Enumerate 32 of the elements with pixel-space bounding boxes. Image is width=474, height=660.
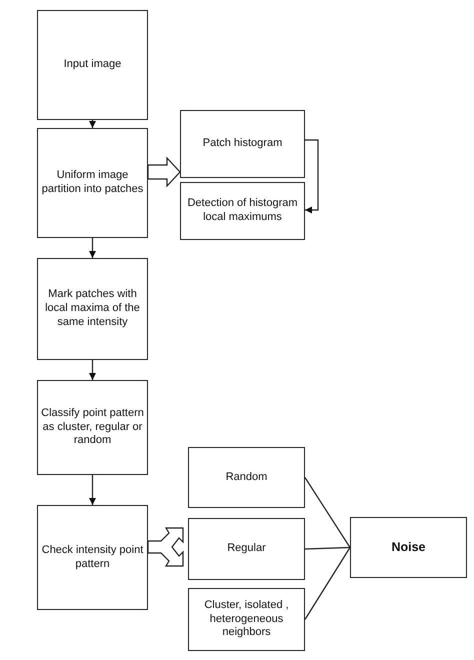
block-arrow [147, 527, 184, 567]
box-label: Patch histogram [202, 137, 282, 151]
process-box [37, 128, 148, 238]
box-label: Uniform image partition into patches [41, 169, 144, 197]
process-box [37, 258, 148, 360]
process-box [350, 517, 467, 578]
arrow [89, 475, 96, 505]
block-arrow [147, 156, 181, 188]
box-label: Random [226, 470, 268, 484]
process-box [37, 380, 148, 475]
box-label: Regular [227, 542, 266, 556]
connector-line [304, 547, 350, 620]
box-label: Cluster, isolated , heterogeneous neighbors [203, 598, 290, 640]
process-box [37, 505, 148, 610]
box-label: Detection of histogram local maximums [186, 197, 299, 225]
arrow [305, 139, 319, 214]
connector-line [304, 477, 350, 548]
process-box [180, 110, 305, 178]
process-box [37, 10, 148, 120]
box-label: Mark patches with local maxima of the same intensity [44, 288, 141, 330]
box-label: Check intensity point pattern [41, 544, 144, 572]
process-box [180, 182, 305, 240]
box-label: Classify point pattern as cluster, regular or random [41, 406, 144, 448]
process-box [188, 518, 305, 580]
arrow [89, 238, 96, 258]
process-box [188, 588, 305, 651]
process-box [188, 447, 305, 508]
box-label: Noise [391, 540, 426, 556]
arrow [89, 360, 96, 380]
arrow [89, 120, 96, 128]
box-label: Input image [64, 58, 122, 72]
connector-line [304, 546, 350, 550]
